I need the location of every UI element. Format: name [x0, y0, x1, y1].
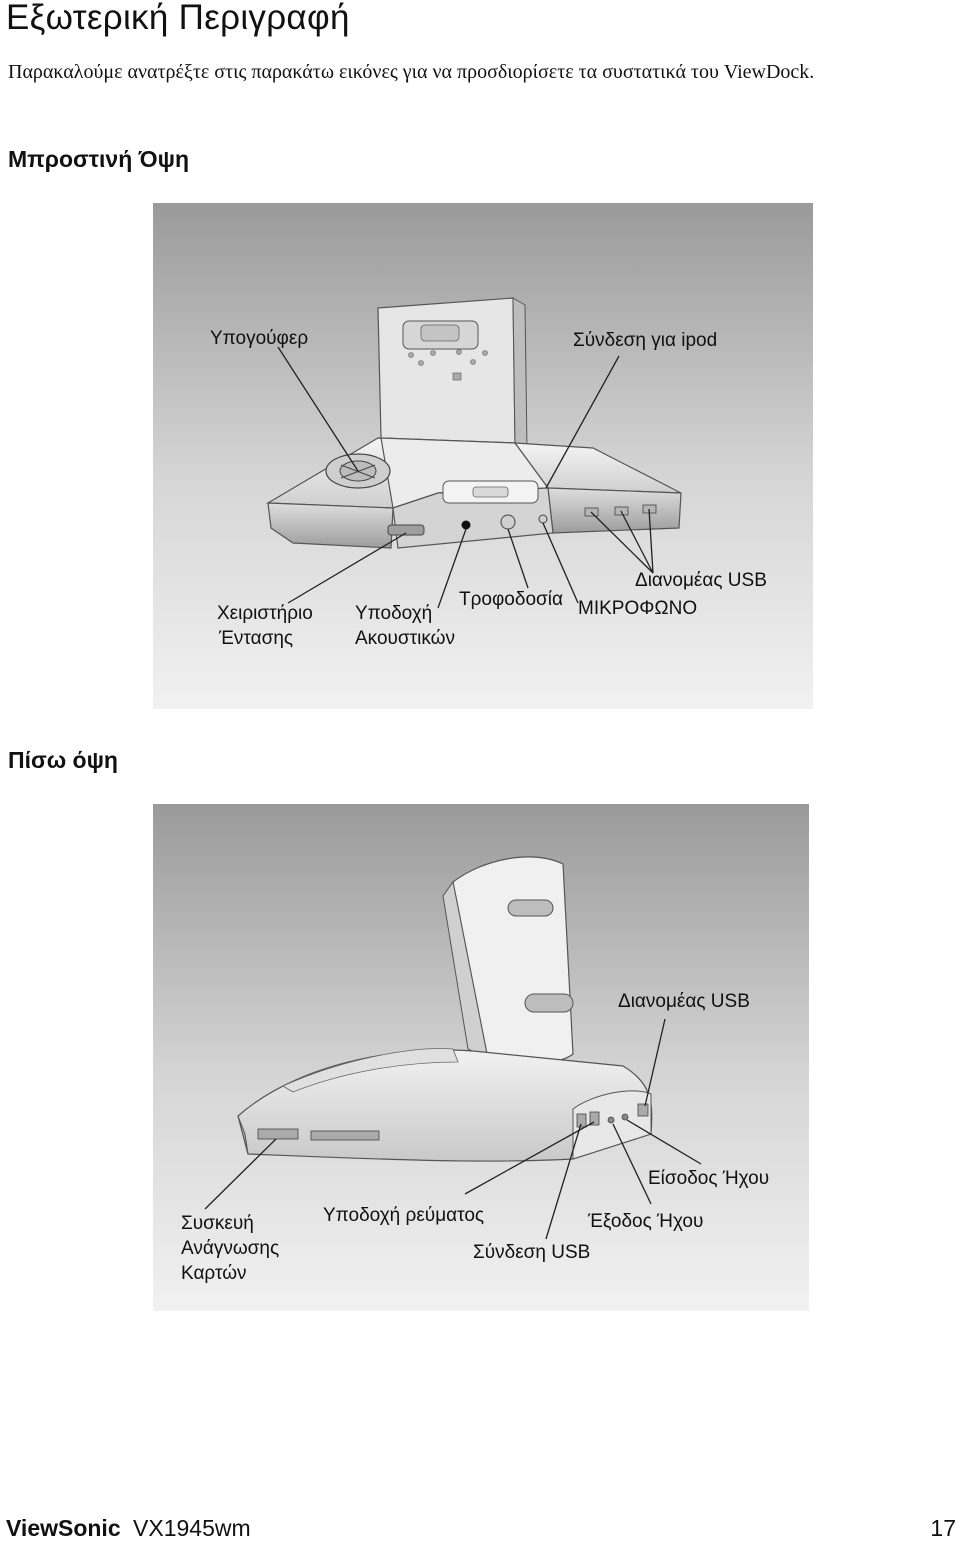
page-number: 17 [930, 1515, 956, 1541]
page-footer: ViewSonic VX1945wm [6, 1515, 251, 1542]
intro-paragraph: Παρακαλούμε ανατρέξτε στις παρακάτω εικό… [8, 61, 815, 83]
label-usb-connection: Σύνδεση USB [473, 1242, 591, 1263]
label-usb-hub-rear: Διανομέας USB [618, 991, 750, 1012]
label-headphone-2: Ακουστικών [355, 628, 455, 649]
label-subwoofer: Υπογούφερ [210, 328, 309, 349]
footer-model: VX1945wm [133, 1515, 251, 1541]
label-volume-1: Χειριστήριο [217, 603, 313, 624]
label-card-reader-1: Συσκευή [181, 1213, 254, 1234]
label-card-reader-2: Ανάγνωσης [181, 1238, 280, 1259]
label-power: Τροφοδοσία [459, 589, 563, 610]
label-ipod-connection: Σύνδεση για ipod [573, 330, 718, 351]
label-microphone: ΜΙΚΡΟΦΩΝΟ [578, 598, 698, 619]
label-headphone-1: Υποδοχή [355, 603, 433, 624]
front-view-illustration [153, 203, 813, 709]
rear-view-heading: Πίσω όψη [8, 747, 118, 773]
label-volume-2: Έντασης [219, 628, 294, 649]
footer-brand: ViewSonic [6, 1515, 121, 1541]
page-title: Εξωτερική Περιγραφή [6, 0, 350, 37]
rear-view-figure: Διανομέας USB Είσοδος Ήχου Συσκευή Ανάγν… [153, 804, 809, 1311]
label-power-socket: Υποδοχή ρεύματος [323, 1205, 485, 1226]
rear-leader-lines [204, 1018, 702, 1240]
label-audio-in: Είσοδος Ήχου [648, 1168, 770, 1189]
label-usb-hub-front: Διανομέας USB [635, 570, 767, 591]
front-view-figure: Υπογούφερ Σύνδεση για ipod Διανομέας USB… [153, 203, 813, 709]
front-view-heading: Μπροστινή Όψη [8, 146, 190, 172]
rear-view-illustration [153, 804, 809, 1311]
label-audio-out: Έξοδος Ήχου [588, 1211, 704, 1232]
label-card-reader-3: Καρτών [181, 1263, 247, 1284]
front-leader-lines [277, 346, 654, 609]
